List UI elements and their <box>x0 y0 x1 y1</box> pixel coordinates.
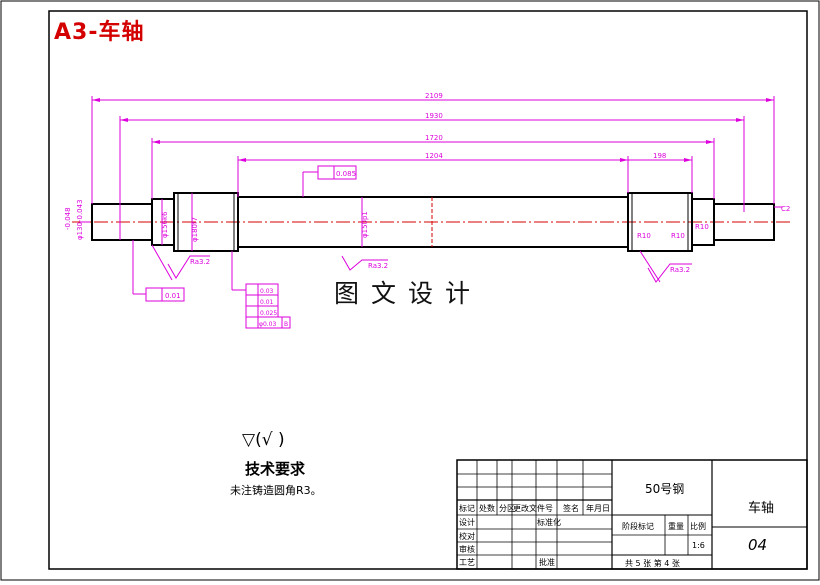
tb-header-1: 标记 <box>459 503 475 513</box>
dimension-lines <box>80 96 782 295</box>
tb-std: 标准化 <box>537 517 561 527</box>
dim-third: 1720 <box>425 134 443 142</box>
tol-stack-1: 0.03 <box>260 288 274 295</box>
roughness-right: Ra3.2 <box>670 266 690 274</box>
title-block <box>456 459 808 570</box>
dim-right-part: 198 <box>653 152 666 160</box>
tol-stack-2: 0.01 <box>260 299 274 306</box>
tech-requirements-title: 技术要求 <box>245 460 306 478</box>
tolerance-top-value: 0.085 <box>336 170 356 178</box>
tb-header-3: 分区 <box>499 504 515 513</box>
shaft-inner-lines <box>177 193 689 251</box>
tb-stage: 阶段标记 <box>622 521 654 531</box>
fillet-r3: R10 <box>695 223 709 231</box>
dim-dia-b: φ180f7 <box>191 217 199 242</box>
tb-header-4: 更改文件号 <box>513 503 553 513</box>
tolerance-left-value: 0.01 <box>165 292 181 300</box>
roughness-symbols <box>167 255 692 283</box>
tb-sheets: 共 5 张 第 4 张 <box>625 558 680 568</box>
tb-row-review: 审核 <box>459 544 475 554</box>
dim-main: φ150p1 <box>361 211 369 238</box>
fillet-r2: R10 <box>671 232 685 240</box>
tb-approve: 批准 <box>539 557 555 567</box>
tb-row-design: 设计 <box>459 517 475 527</box>
dim-left-dia-1: -0.048 <box>64 207 72 230</box>
tb-scale-label: 比例 <box>690 521 706 531</box>
tol-stack-4: φ0.03 <box>259 321 277 328</box>
roughness-left: Ra3.2 <box>190 258 210 266</box>
tolerance-stack <box>245 283 291 329</box>
dimension-arrows <box>92 98 774 162</box>
fillet-r1: R10 <box>637 232 651 240</box>
dim-second: 1930 <box>425 112 443 120</box>
dim-middle: 1204 <box>425 152 443 160</box>
tol-stack-3: 0.025 <box>260 310 277 317</box>
tb-header-5: 签名 <box>563 503 579 513</box>
tb-drawing-no: 04 <box>748 536 767 554</box>
inner-border <box>48 10 808 570</box>
tb-weight: 重量 <box>668 521 684 531</box>
tech-requirements-note: 未注铸造圆角R3。 <box>230 484 322 497</box>
dim-left-dia-2: φ130-0.043 <box>76 199 84 240</box>
dim-chamfer: C2 <box>781 205 790 213</box>
tb-row-check: 校对 <box>459 531 475 541</box>
sheet-stamp: A3-车轴 <box>54 20 145 45</box>
tb-header-2: 处数 <box>479 503 495 513</box>
dim-overall: 2109 <box>425 92 443 100</box>
dim-dia-a: φ156k6 <box>161 211 169 238</box>
watermark-text: 图文设计 <box>334 279 483 308</box>
tb-scale: 1:6 <box>692 541 705 550</box>
roughness-center: Ra3.2 <box>368 262 388 270</box>
tb-material: 50号钢 <box>645 482 684 496</box>
tb-header-6: 年月日 <box>586 503 610 513</box>
roughness-general-symbol: ▽(√ ) <box>242 430 285 450</box>
tolerance-top-frame <box>317 165 357 180</box>
tb-part-name: 车轴 <box>748 500 774 516</box>
tolerance-left-frame <box>145 287 185 302</box>
tb-row-process: 工艺 <box>459 558 475 567</box>
tol-stack-datum: B <box>284 321 288 328</box>
